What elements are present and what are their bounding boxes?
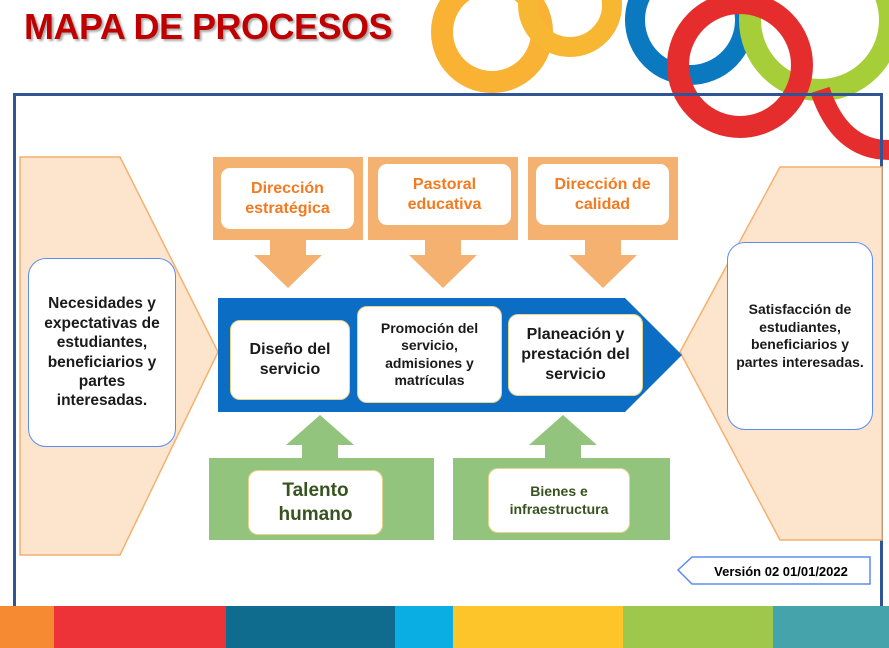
outputs-box: Satisfacción de estudiantes, beneficiari…: [727, 242, 873, 430]
footer-stripe-yellow: [453, 606, 623, 648]
footer-stripe-aqua: [773, 606, 889, 648]
down-arrow-3: [569, 240, 637, 288]
footer-stripe-cyan: [395, 606, 453, 648]
version-badge-shape: [676, 556, 871, 585]
footer-stripe-teal: [226, 606, 395, 648]
down-arrow-1: [254, 240, 322, 288]
strategic-process-1: Dirección estratégica: [220, 167, 355, 230]
decorative-rings: [431, 0, 889, 160]
support-process-1: Talento humano: [248, 470, 383, 535]
core-process-3: Planeación y prestación del servicio: [508, 314, 643, 396]
footer-stripe-orange: [0, 606, 54, 648]
strategic-process-3: Dirección de calidad: [535, 163, 670, 226]
footer-stripe-red: [54, 606, 226, 648]
core-process-1: Diseño del servicio: [230, 320, 350, 400]
support-process-2: Bienes e infraestructura: [488, 468, 630, 533]
core-process-2: Promoción del servicio, admisiones y mat…: [357, 306, 502, 403]
up-arrow-2: [529, 415, 597, 460]
down-arrow-2: [409, 240, 477, 288]
inputs-box: Necesidades y expectativas de estudiante…: [28, 258, 176, 447]
strategic-process-2: Pastoral educativa: [377, 163, 512, 226]
footer-stripe-green: [623, 606, 773, 648]
up-arrow-1: [286, 415, 354, 460]
version-label: Versión 02 01/01/2022: [714, 563, 848, 579]
page-title: MAPA DE PROCESOS: [24, 6, 393, 47]
